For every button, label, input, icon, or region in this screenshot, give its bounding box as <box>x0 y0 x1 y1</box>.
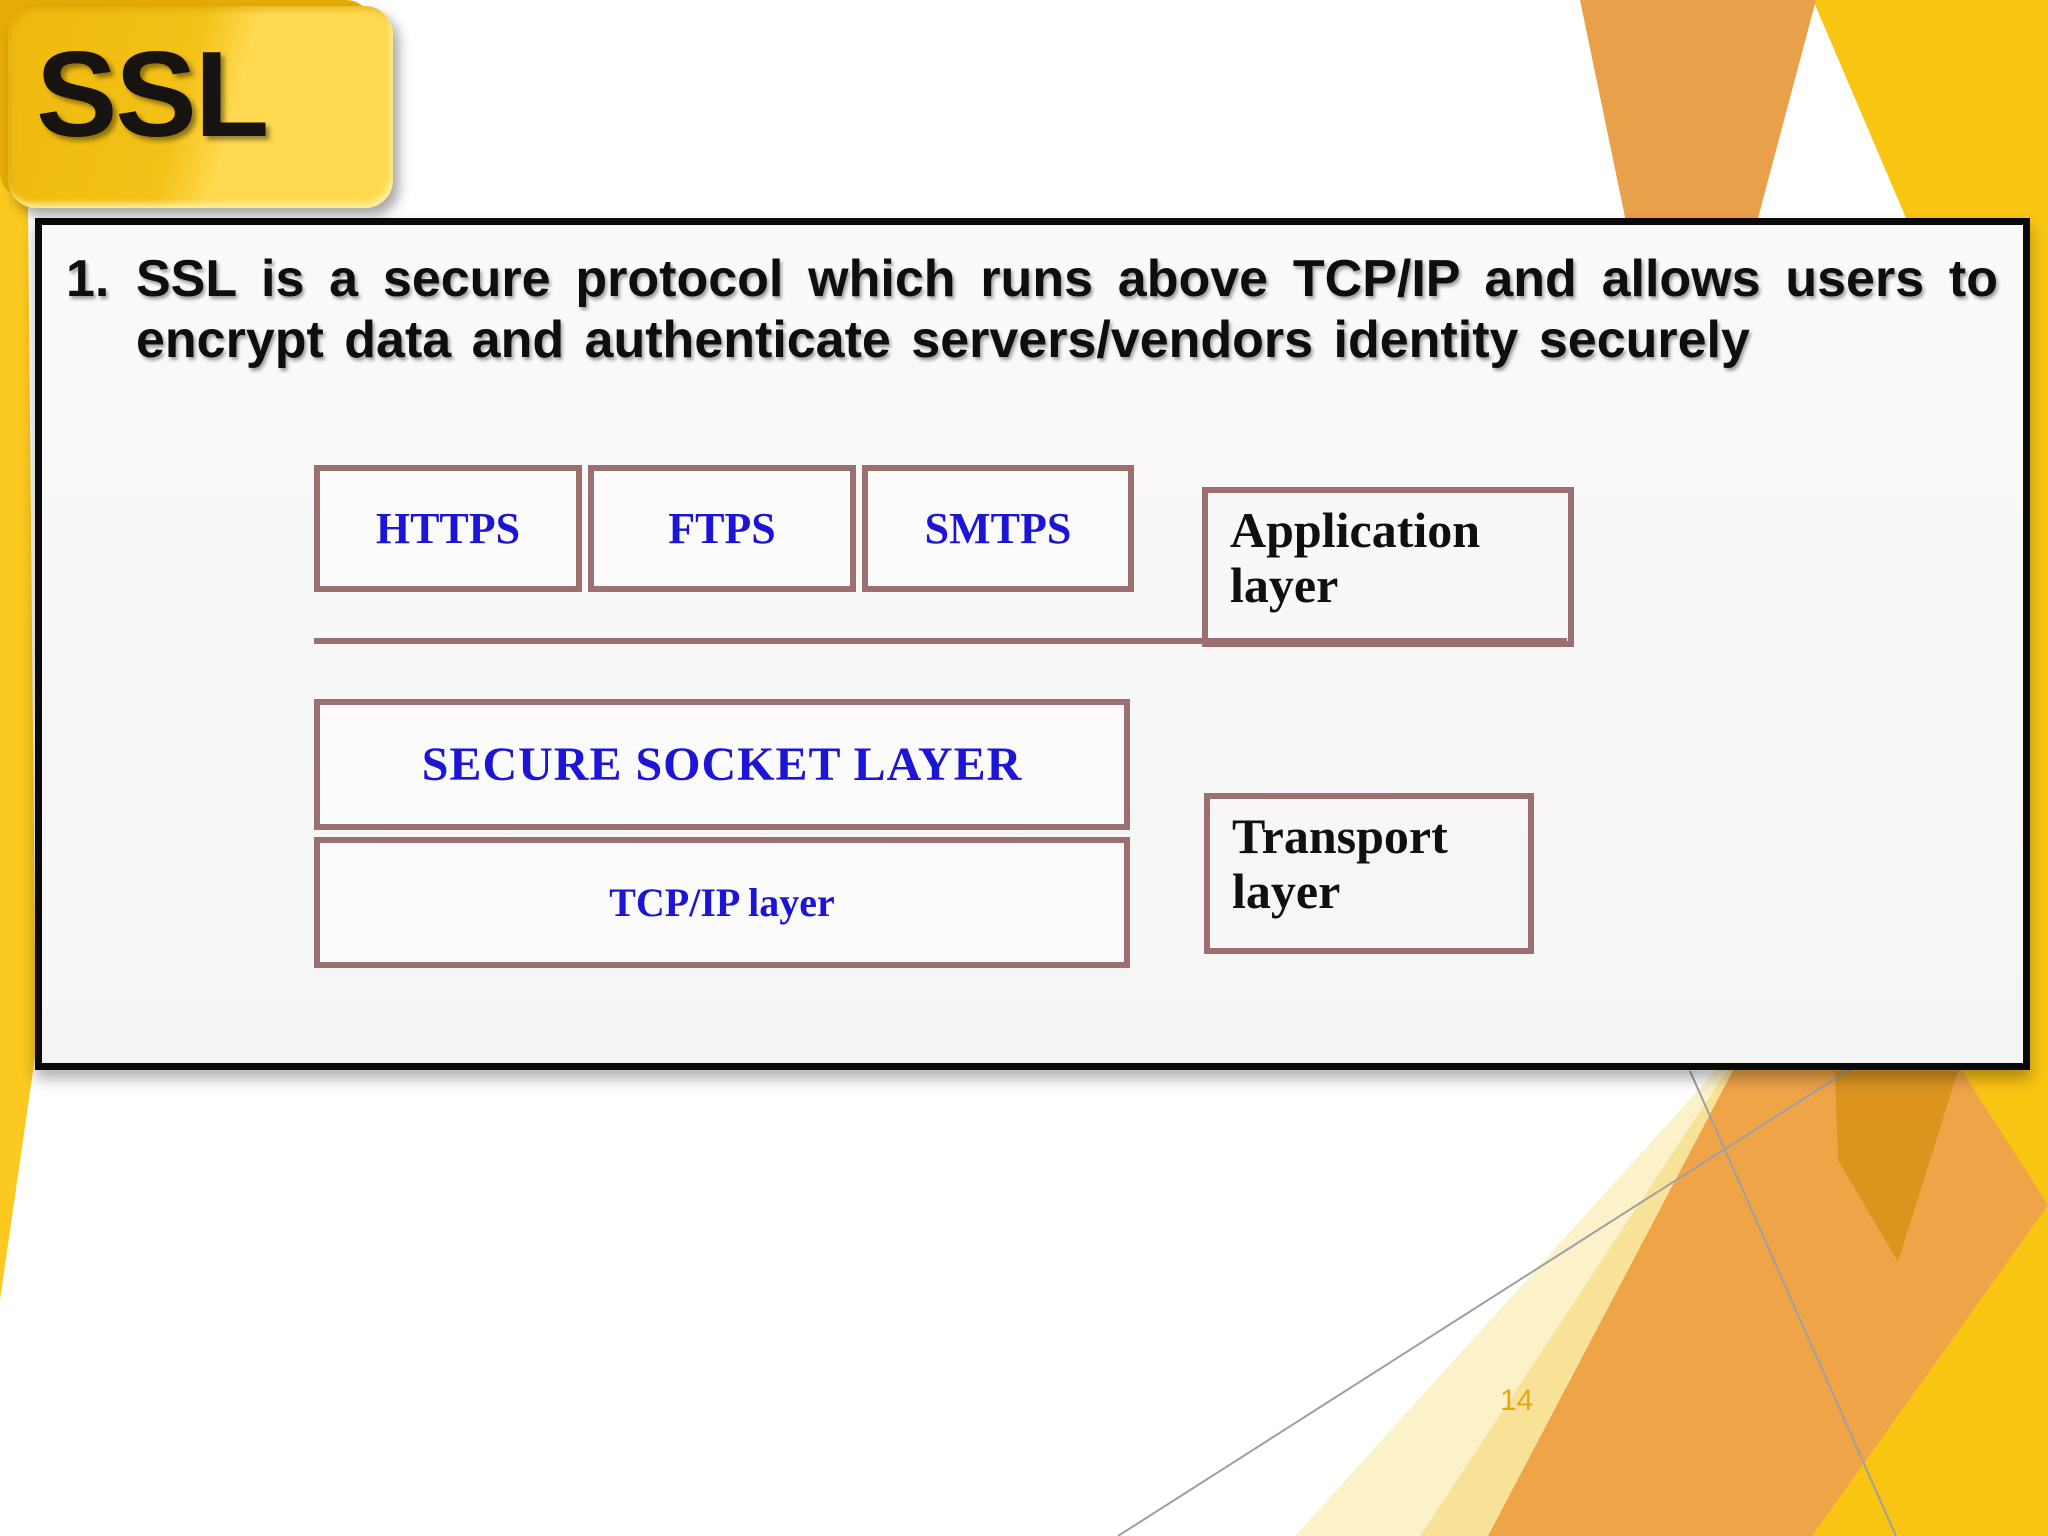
application-layer-label: Application layer <box>1230 502 1481 613</box>
list-item-text: SSL is a secure protocol which runs abov… <box>136 250 1998 369</box>
protocol-label-smtps: SMTPS <box>924 504 1072 553</box>
transport-layer-label-box: Transport layer <box>1204 793 1534 954</box>
secure-socket-layer-box: SECURE SOCKET LAYER <box>314 699 1130 830</box>
page-number: 14 <box>1500 1384 1534 1417</box>
tcpip-layer-label: TCP/IP layer <box>609 880 835 925</box>
tcpip-layer-box: TCP/IP layer <box>314 837 1130 968</box>
list-item-number: 1. <box>66 250 110 308</box>
title-badge: SSL <box>8 6 393 208</box>
application-layer-label-box: Application layer <box>1202 487 1574 647</box>
protocol-box-smtps: SMTPS <box>862 465 1134 592</box>
protocol-box-https: HTTPS <box>314 465 582 592</box>
slide-title: SSL <box>36 26 269 162</box>
secure-socket-layer-label: SECURE SOCKET LAYER <box>421 738 1023 791</box>
protocol-label-https: HTTPS <box>375 504 521 553</box>
protocol-box-ftps: FTPS <box>588 465 856 592</box>
protocol-label-ftps: FTPS <box>668 504 776 553</box>
content-box: 1. SSL is a secure protocol which runs a… <box>35 218 2030 1070</box>
transport-layer-label: Transport layer <box>1232 808 1448 919</box>
layer-separator-line <box>314 638 1567 644</box>
